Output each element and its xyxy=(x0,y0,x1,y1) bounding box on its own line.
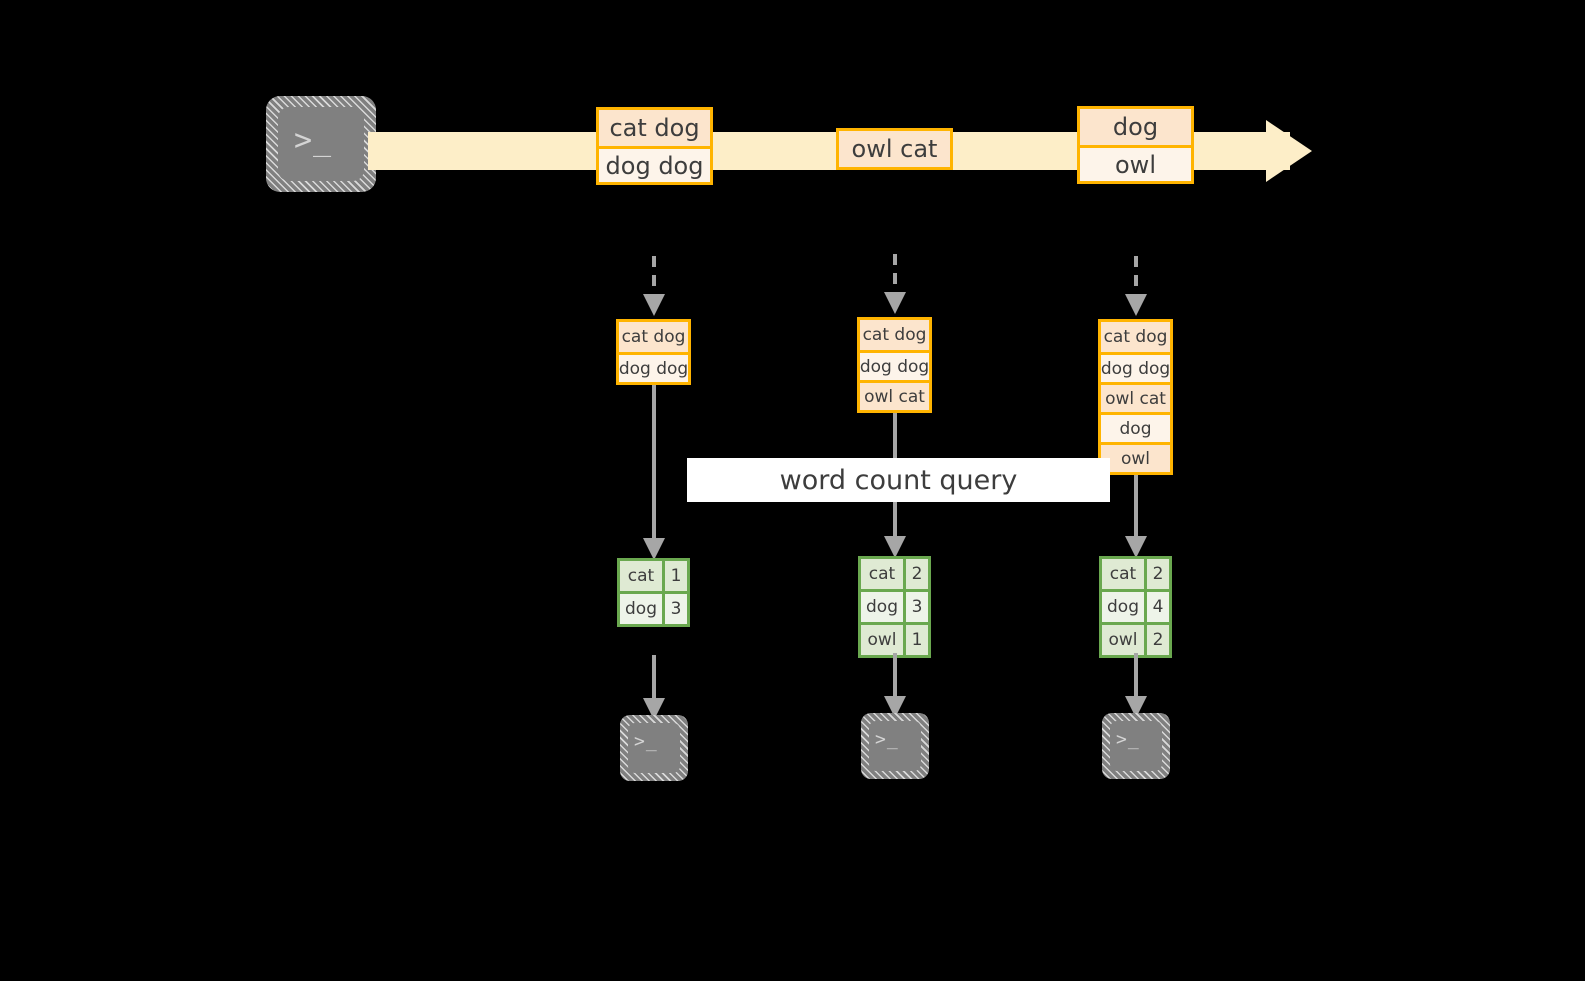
query-label-band: word count query xyxy=(687,458,1110,502)
query-label-text: word count query xyxy=(779,464,1018,496)
terminal-screen xyxy=(869,721,921,771)
result-count: 3 xyxy=(665,594,687,624)
connector-arrowhead xyxy=(643,538,665,560)
snapshot-event: dog dog xyxy=(860,350,929,380)
result-count: 2 xyxy=(1147,559,1169,589)
terminal-prompt-glyph: >_ xyxy=(294,123,333,158)
terminal-prompt-glyph: >_ xyxy=(1116,729,1140,750)
snapshot-stack: cat dog dog dog owl cat xyxy=(857,317,932,413)
result-word: dog xyxy=(1102,592,1147,622)
result-count: 1 xyxy=(665,561,687,591)
snapshot-event: dog xyxy=(1101,412,1170,442)
result-word: owl xyxy=(861,625,906,655)
stream-event-group: cat dog dog dog xyxy=(596,107,713,185)
table-row: owl 2 xyxy=(1102,622,1169,655)
result-count: 4 xyxy=(1147,592,1169,622)
snapshot-event: owl xyxy=(1101,442,1170,472)
connector-dashes xyxy=(893,254,897,294)
result-count: 2 xyxy=(1147,625,1169,655)
snapshot-event: owl cat xyxy=(1101,382,1170,412)
terminal-prompt-glyph: >_ xyxy=(634,731,658,752)
snapshot-event: cat dog xyxy=(860,320,929,350)
result-table: cat 2 dog 3 owl 1 xyxy=(858,556,931,658)
snapshot-stack: cat dog dog dog xyxy=(616,319,691,385)
stream-event: dog xyxy=(1080,109,1191,145)
result-word: cat xyxy=(620,561,665,591)
stream-event: dog dog xyxy=(599,146,710,182)
sink-terminal-icon: >_ xyxy=(620,715,688,781)
table-row: cat 2 xyxy=(861,559,928,589)
result-count: 3 xyxy=(906,592,928,622)
connector-line xyxy=(652,655,656,705)
snapshot-event: dog dog xyxy=(1101,352,1170,382)
table-row: cat 1 xyxy=(620,561,687,591)
terminal-screen xyxy=(278,107,364,181)
connector-arrowhead xyxy=(1125,294,1147,316)
connector-dashes xyxy=(1134,256,1138,296)
table-row: owl 1 xyxy=(861,622,928,655)
snapshot-event: cat dog xyxy=(619,322,688,352)
connector-arrowhead xyxy=(643,294,665,316)
result-count: 1 xyxy=(906,625,928,655)
connector-line xyxy=(1134,653,1138,703)
terminal-screen xyxy=(1110,721,1162,771)
result-word: dog xyxy=(861,592,906,622)
connector-dashes xyxy=(652,256,656,296)
result-count: 2 xyxy=(906,559,928,589)
connector-arrowhead xyxy=(1125,536,1147,558)
stream-event: cat dog xyxy=(599,110,710,146)
connector-line xyxy=(1134,475,1138,545)
table-row: dog 4 xyxy=(1102,589,1169,622)
result-word: cat xyxy=(861,559,906,589)
source-terminal-icon: >_ xyxy=(266,96,376,192)
snapshot-event: owl cat xyxy=(860,380,929,410)
result-word: dog xyxy=(620,594,665,624)
table-row: cat 2 xyxy=(1102,559,1169,589)
result-table: cat 2 dog 4 owl 2 xyxy=(1099,556,1172,658)
snapshot-event: dog dog xyxy=(619,352,688,382)
sink-terminal-icon: >_ xyxy=(1102,713,1170,779)
result-table: cat 1 dog 3 xyxy=(617,558,690,627)
stream-arrow-head xyxy=(1266,120,1312,182)
stream-event-group: owl cat xyxy=(836,128,953,170)
connector-arrowhead xyxy=(884,536,906,558)
table-row: dog 3 xyxy=(861,589,928,622)
stream-event-group: dog owl xyxy=(1077,106,1194,184)
sink-terminal-icon: >_ xyxy=(861,713,929,779)
connector-line xyxy=(893,653,897,703)
snapshot-event: cat dog xyxy=(1101,322,1170,352)
stream-event: owl cat xyxy=(839,131,950,167)
result-word: cat xyxy=(1102,559,1147,589)
table-row: dog 3 xyxy=(620,591,687,624)
stream-event: owl xyxy=(1080,145,1191,181)
result-word: owl xyxy=(1102,625,1147,655)
terminal-prompt-glyph: >_ xyxy=(875,729,899,750)
terminal-screen xyxy=(628,723,680,773)
connector-arrowhead xyxy=(884,292,906,314)
connector-line xyxy=(652,385,656,545)
snapshot-stack: cat dog dog dog owl cat dog owl xyxy=(1098,319,1173,475)
